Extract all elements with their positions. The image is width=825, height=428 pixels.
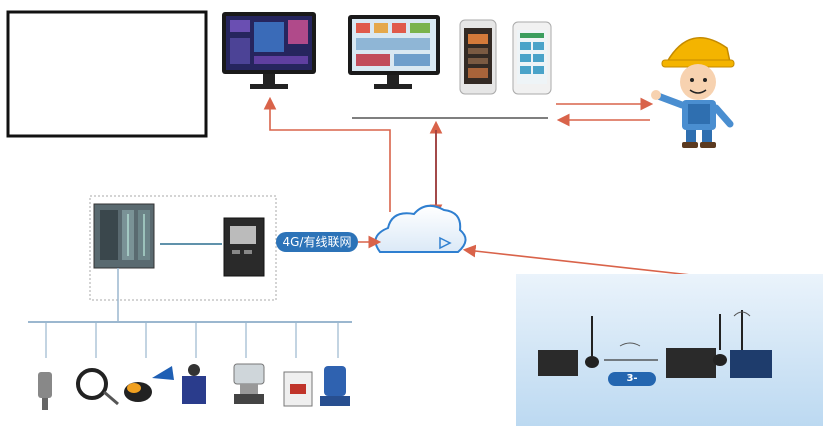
logo-frame xyxy=(6,10,208,138)
field-bus-drops xyxy=(45,322,339,358)
electric-valve-icon xyxy=(233,363,265,404)
wireless-link-icon xyxy=(604,342,658,361)
selector-switch-icon xyxy=(182,364,206,404)
plc-enclosure xyxy=(89,195,277,301)
cloud-icon xyxy=(374,204,467,253)
worker-engineer-icon xyxy=(651,37,735,148)
monitor-scada-icon xyxy=(348,15,440,89)
wireless-node-right-icon xyxy=(666,310,772,378)
submersible-pump-icon xyxy=(320,366,350,406)
arrow-cloud-to-monitor xyxy=(263,96,391,212)
gateway-device-icon xyxy=(223,217,265,277)
monitor-dashboard-icon xyxy=(222,12,316,89)
temperature-probe-icon xyxy=(76,368,119,406)
float-switch-icon xyxy=(124,366,174,402)
network-label: 4G/有线联网 xyxy=(276,232,358,252)
phone-list-icon xyxy=(512,21,552,95)
plc-controller-icon xyxy=(93,203,155,269)
phone-app-icon xyxy=(459,19,497,95)
wireless-badge: 3- xyxy=(608,372,656,386)
arrow-field-to-cloud xyxy=(462,244,701,277)
wireless-node-left-icon xyxy=(538,316,599,376)
contactor-icon xyxy=(283,371,313,407)
pressure-sensor-icon xyxy=(38,372,52,410)
